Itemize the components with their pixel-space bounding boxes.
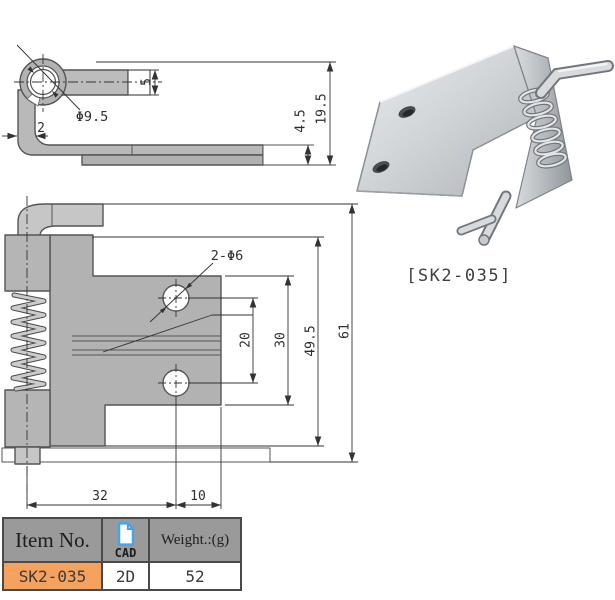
header-cad: CAD (101, 517, 150, 563)
dim-hole-spacing-label: 20 (239, 332, 254, 348)
front-view: 2-Φ6 20 30 49.5 61 32 10 (1, 196, 358, 509)
side-view: 5 4.5 19.5 2 Φ9.5 (2, 44, 336, 166)
photo-pin-handle (535, 60, 614, 99)
product-photo: [SK2-035] (356, 45, 614, 286)
dim-front-total-height-label: 61 (338, 323, 353, 339)
dim-hole-to-edge-label: 10 (190, 489, 206, 504)
weight-value: 52 (148, 561, 242, 591)
dim-side-total-height-label: 19.5 (315, 93, 330, 124)
dim-knuckle-dia-label: Φ9.5 (76, 109, 109, 125)
front-plate-grooves (72, 335, 221, 356)
side-centerlines (14, 54, 162, 112)
front-knuckle-bottom (4, 389, 51, 448)
photo-pin-end (456, 190, 512, 246)
header-item-no: Item No. (2, 517, 103, 563)
front-spring (10, 292, 47, 392)
dim-pin-width-label: 5 (140, 78, 155, 86)
photo-plate (356, 45, 538, 197)
front-pin-handle (17, 203, 104, 237)
front-dimensions (26, 203, 358, 509)
spec-table: Item No. CAD Weight.:(g) SK2-035 2D 52 (2, 517, 242, 591)
cad-value: 2D (101, 561, 150, 591)
side-pin (54, 69, 129, 96)
front-knuckle-top (4, 234, 51, 292)
dim-sheet-thickness-label: 2 (37, 121, 45, 136)
photo-caption: [SK2-035] (406, 266, 512, 286)
side-dimensions (2, 44, 336, 165)
front-bottom-band (1, 447, 271, 463)
front-pin-stub (14, 446, 41, 465)
technical-drawing: 5 4.5 19.5 2 Φ9.5 (1, 44, 614, 509)
spec-table-header-row: Item No. CAD Weight.:(g) (2, 517, 242, 563)
cad-document-icon (117, 521, 134, 546)
cad-header-label: CAD (114, 545, 137, 560)
dim-plate-offset-label: 4.5 (294, 109, 309, 132)
dim-pin-to-hole-label: 32 (92, 489, 108, 504)
side-lower-plate (81, 154, 264, 166)
item-no-value: SK2-035 (2, 561, 103, 591)
header-weight: Weight.:(g) (148, 517, 242, 563)
spec-table-data-row: SK2-035 2D 52 (2, 561, 242, 591)
dim-holes-label: 2-Φ6 (211, 248, 244, 264)
photo-slot-holes (372, 106, 416, 173)
dim-inner-height-label: 30 (274, 332, 289, 348)
dim-plate-height-label: 49.5 (304, 325, 319, 356)
